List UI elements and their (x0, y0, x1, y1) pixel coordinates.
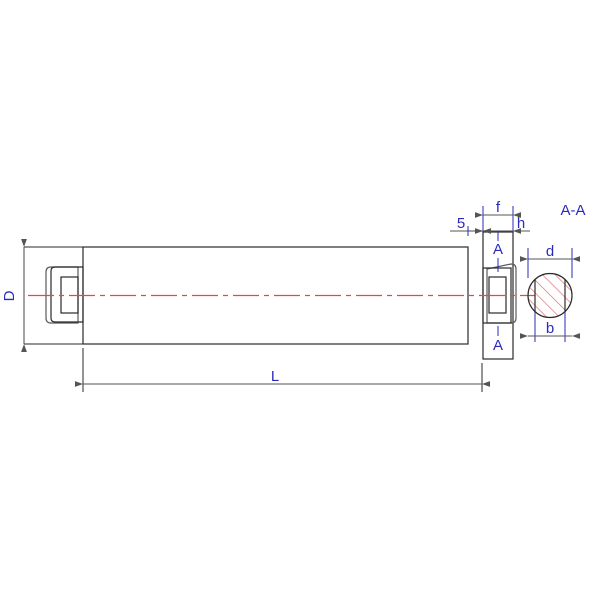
right-end-cap-back-face (486, 263, 517, 324)
section-cut-markers: A A (493, 241, 503, 354)
dimension-label-d: d (546, 243, 554, 260)
left-end-cap-front-face (50, 266, 84, 323)
dimension-length-L: L (75, 348, 490, 392)
dimension-diameter-D: D (1, 239, 90, 352)
section-hatch-fill (528, 274, 572, 318)
dimension-label-D: D (1, 290, 18, 301)
section-view-AA: A-A d b (520, 202, 586, 342)
dimension-label-f: f (496, 199, 501, 216)
dimension-label-h: h (517, 215, 525, 232)
dimension-group-right-head: f 5 h (450, 199, 530, 241)
section-hatch-pattern (528, 274, 572, 318)
section-view-title: A-A (560, 202, 585, 219)
left-end-cap-back-face (45, 266, 79, 324)
main-side-view (28, 231, 535, 360)
dimension-label-L: L (271, 368, 279, 385)
section-circle-outline (527, 272, 573, 319)
section-marker-top: A (493, 241, 503, 258)
dimension-label-b: b (546, 320, 554, 337)
dimension-label-5: 5 (457, 215, 465, 232)
section-marker-bottom: A (493, 337, 503, 354)
